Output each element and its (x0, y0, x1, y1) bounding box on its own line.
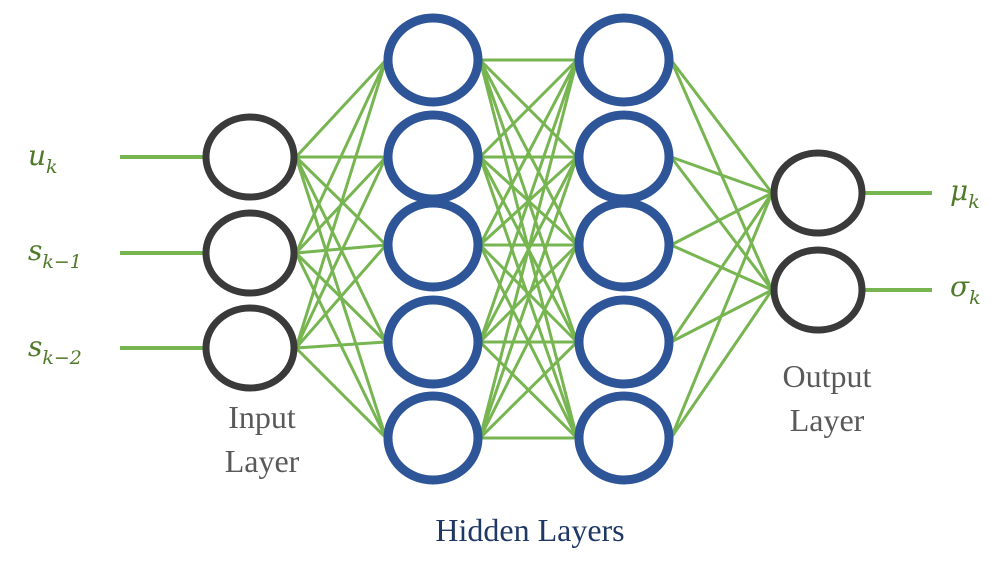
output-layer-label-line1: Output (783, 358, 872, 394)
edge-hidden-2-1-to-output-1 (669, 59, 774, 194)
edge-hidden-1-5-to-hidden-2-4 (478, 340, 579, 440)
edge-hidden-2-2-to-output-2 (669, 156, 774, 291)
hidden-1-node-1 (383, 13, 483, 107)
hidden-2-node-4 (574, 295, 674, 389)
input-layer-label-line2: Layer (225, 443, 300, 479)
hidden-2-node-1 (574, 13, 674, 107)
edge-hidden-1-5-to-hidden-2-2 (478, 156, 579, 439)
edge-hidden-2-5-to-output-1 (669, 192, 774, 439)
input-label-s-k-1: sk−1 (28, 234, 82, 273)
input-node-3 (202, 304, 298, 392)
edge-input-3-to-hidden-1-4 (295, 340, 387, 350)
hidden-1-node-4 (383, 295, 483, 389)
input-node-2 (202, 209, 298, 297)
edge-input-3-to-hidden-1-2 (294, 156, 388, 349)
edge-hidden-1-3-to-hidden-2-1 (478, 59, 579, 246)
edge-hidden-1-5-to-hidden-2-3 (478, 244, 579, 439)
hidden-1-node-2 (383, 110, 483, 204)
edge-input-3-to-hidden-1-1 (294, 59, 388, 349)
input-node-1 (202, 113, 298, 201)
output-label-mu-k: μk (950, 174, 980, 213)
nodes (202, 13, 866, 485)
hidden-1-node-3 (383, 198, 483, 292)
edge-hidden-2-5-to-output-2 (669, 289, 774, 439)
hidden-2-node-5 (574, 391, 674, 485)
output-label-sigma-k: σk (950, 270, 981, 309)
output-labels: μk σk (950, 174, 981, 309)
output-node-2 (770, 246, 866, 334)
input-layer-label-line1: Input (228, 399, 296, 435)
edge-input-1-to-hidden-1-1 (294, 58, 388, 159)
edge-hidden-2-4-to-output-1 (669, 192, 774, 343)
output-layer-label-line2: Layer (790, 402, 865, 438)
edge-input-2-to-hidden-1-1 (294, 59, 388, 254)
edge-input-3-to-hidden-1-5 (294, 346, 388, 440)
edge-hidden-2-2-to-output-1 (670, 155, 773, 195)
hidden-layers-label: Hidden Layers (435, 512, 624, 548)
edge-hidden-1-4-to-hidden-2-1 (478, 59, 579, 343)
output-node-1 (770, 149, 866, 237)
edge-hidden-1-2-to-hidden-2-1 (478, 58, 579, 159)
edge-hidden-2-3-to-output-1 (670, 191, 773, 247)
hidden-2-node-3 (574, 198, 674, 292)
input-label-u-k: uk (28, 139, 58, 178)
hidden-2-node-2 (574, 110, 674, 204)
input-label-s-k-2: sk−2 (28, 330, 82, 369)
input-labels: uk sk−1 sk−2 (28, 139, 82, 369)
hidden-1-node-5 (383, 391, 483, 485)
edge-input-3-to-hidden-1-3 (294, 244, 388, 349)
connection-edges (294, 58, 774, 440)
io-lines (120, 155, 932, 350)
edge-hidden-1-5-to-hidden-2-1 (478, 59, 579, 439)
